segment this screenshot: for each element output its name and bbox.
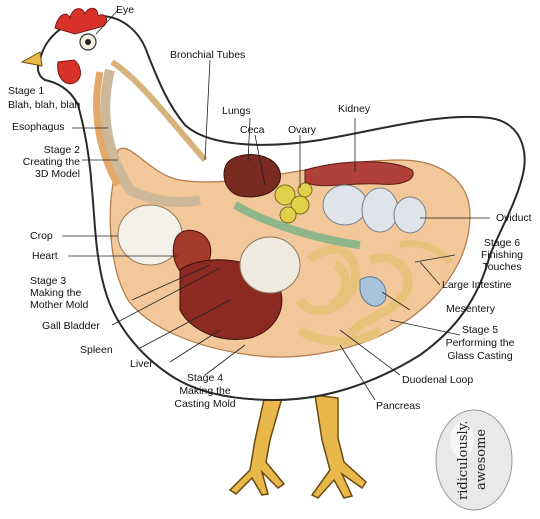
lungs-shape <box>223 154 281 198</box>
label-stage2-line2: 3D Model <box>35 168 80 180</box>
label-stage3-line2: Mother Mold <box>30 299 89 311</box>
label-pancreas: Pancreas <box>376 400 421 412</box>
label-stage4-line1: Making the <box>179 385 231 397</box>
esophagus-tube <box>93 71 122 187</box>
egg-logo-line2: awesome <box>474 428 489 490</box>
label-stage4-title: Stage 4 <box>186 372 224 384</box>
label-ceca: Ceca <box>240 124 265 136</box>
label-liver: Liver <box>130 358 153 370</box>
legs <box>228 394 367 499</box>
label-mesentery: Mesentery <box>446 303 496 315</box>
label-bronchial-tubes: Bronchial Tubes <box>170 49 246 61</box>
label-large-intestine: Large Intestine <box>442 279 512 291</box>
label-stage5-title: Stage 5 <box>461 324 499 336</box>
label-oviduct: Oviduct <box>496 212 532 224</box>
label-eye: Eye <box>116 4 135 16</box>
label-crop: Crop <box>30 230 53 242</box>
label-stage3-line1: Making the <box>30 287 82 299</box>
label-stage1-title: Stage 1 <box>8 85 45 97</box>
label-stage6-title: Stage 6 <box>483 237 521 249</box>
ovary-shape <box>274 182 313 224</box>
oviduct-shape <box>322 184 427 234</box>
intestine-loops <box>295 245 413 346</box>
label-duodenal-loop: Duodenal Loop <box>402 374 474 386</box>
label-gall-bladder: Gall Bladder <box>42 320 100 332</box>
kidney-shape <box>304 161 414 187</box>
label-stage2-title: Stage 2 <box>43 144 80 156</box>
label-stage3-title: Stage 3 <box>30 275 67 287</box>
neck-spine <box>100 68 201 207</box>
label-esophagus: Esophagus <box>12 121 65 133</box>
beak <box>20 51 43 67</box>
label-stage4-line2: Casting Mold <box>174 398 236 410</box>
label-stage2-line1: Creating the <box>22 156 80 168</box>
comb <box>54 7 107 35</box>
label-ovary: Ovary <box>288 124 317 136</box>
label-lungs: Lungs <box>222 105 251 117</box>
label-stage6-line1: Finishing <box>480 249 524 261</box>
wattle <box>57 59 81 85</box>
label-stage5-line1: Performing the <box>445 337 515 349</box>
label-kidney: Kidney <box>338 103 371 115</box>
label-stage6-line2: Touches <box>482 261 522 273</box>
label-heart: Heart <box>32 250 58 262</box>
ceca-tube <box>233 201 361 249</box>
label-spleen: Spleen <box>80 344 113 356</box>
label-stage1-desc: Blah, blah, blah <box>8 99 81 111</box>
large-intestine-tube <box>399 240 453 265</box>
mesentery-shape <box>359 276 387 307</box>
gizzard-shape <box>239 236 301 294</box>
egg-logo-line1: ridiculously. <box>456 420 471 500</box>
leader-lines <box>62 9 490 401</box>
trachea-tube <box>110 59 208 162</box>
label-stage5-line2: Glass Casting <box>447 350 513 362</box>
